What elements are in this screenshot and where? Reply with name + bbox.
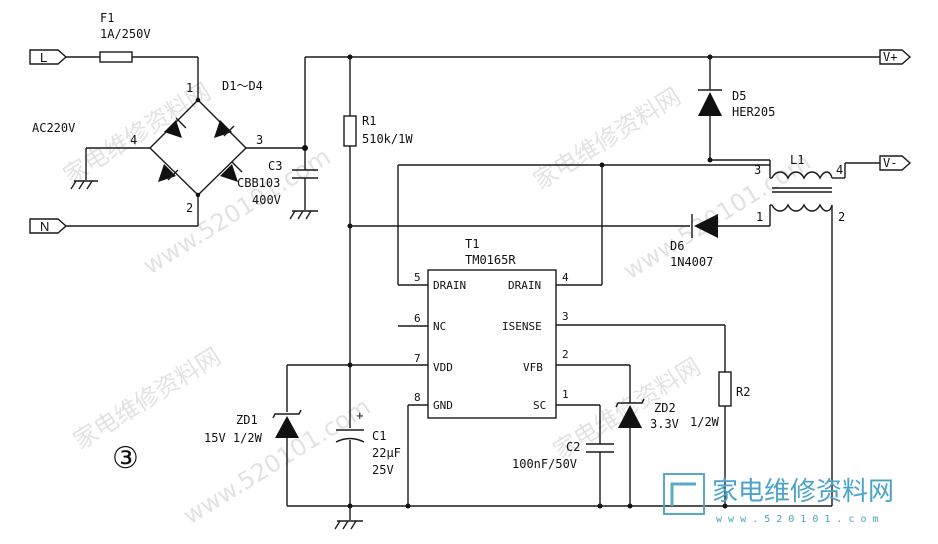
t1-pin-num-3: 3 bbox=[562, 310, 569, 323]
bridge-pin3: 3 bbox=[256, 133, 263, 147]
t1-ref: T1 bbox=[465, 237, 479, 251]
t1-pin-name-vdd: VDD bbox=[433, 361, 453, 374]
drain-net bbox=[397, 162, 770, 286]
bridge-ref: D1～D4 bbox=[222, 79, 263, 93]
terminal-l-label: L bbox=[40, 50, 47, 65]
c3-value: CBB103 bbox=[237, 176, 280, 190]
transformer-l1: L1 3 4 1 2 bbox=[754, 153, 880, 506]
diode-d6: D6 1N4007 bbox=[350, 214, 770, 269]
t1-part: TM0165R bbox=[465, 253, 516, 267]
r2-value: 1/2W bbox=[690, 415, 720, 429]
capacitor-c2: C2 100nF/50V bbox=[512, 404, 614, 506]
capacitor-c1: + C1 22μF 25V bbox=[335, 408, 401, 506]
d5-ref: D5 bbox=[732, 89, 746, 103]
figure-number: ③ bbox=[112, 441, 139, 476]
logo-square-icon bbox=[663, 473, 705, 515]
terminal-n: N bbox=[29, 218, 68, 234]
resistor-r1: R1 510k/1W bbox=[343, 57, 413, 428]
zd1-ref: ZD1 bbox=[236, 413, 258, 427]
diode-d4 bbox=[220, 161, 243, 182]
c2-value: 100nF/50V bbox=[512, 457, 577, 471]
bridge-pin2: 2 bbox=[186, 201, 193, 215]
t1-pin-num-2: 2 bbox=[562, 348, 569, 361]
c1-plus-sign: + bbox=[356, 408, 364, 423]
bridge-rectifier: 1 2 3 4 D1～D4 AC220V bbox=[32, 57, 263, 227]
resistor-r2: R2 1/2W bbox=[556, 324, 750, 506]
diode-d3 bbox=[158, 164, 179, 182]
c1-ref: C1 bbox=[372, 429, 386, 443]
t1-pin-num-5: 5 bbox=[414, 271, 421, 284]
t1-pin-name-gnd: GND bbox=[433, 399, 453, 412]
c1-value: 22μF bbox=[372, 446, 401, 460]
l1-pin4: 4 bbox=[836, 163, 843, 177]
c1-voltage: 25V bbox=[372, 463, 394, 477]
zener-zd2: ZD2 3.3V bbox=[556, 364, 679, 506]
t1-pin-name-nc: NC bbox=[433, 320, 446, 333]
c2-ref: C2 bbox=[566, 440, 580, 454]
watermark-url-3: www.520101.com bbox=[178, 393, 375, 531]
t1-pin-num-1: 1 bbox=[562, 388, 569, 401]
ground-symbol-main bbox=[334, 520, 363, 530]
l1-pin1: 1 bbox=[756, 210, 763, 224]
diode-d5: D5 HER205 bbox=[698, 57, 775, 178]
terminal-v-plus-label: V+ bbox=[883, 50, 897, 64]
r1-ref: R1 bbox=[362, 114, 376, 128]
terminal-n-label: N bbox=[40, 219, 49, 234]
t1-pin-name-sc: SC bbox=[533, 399, 546, 412]
diode-d1 bbox=[164, 117, 187, 138]
capacitor-c3: C3 CBB103 400V bbox=[237, 159, 318, 220]
zd1-value: 15V 1/2W bbox=[204, 431, 263, 445]
t1-pin-num-7: 7 bbox=[414, 352, 421, 365]
d6-ref: D6 bbox=[670, 239, 684, 253]
logo-url: w w w . 5 2 0 1 0 1 . c o m bbox=[716, 514, 879, 525]
fuse-f1: F1 1A/250V bbox=[66, 11, 198, 63]
terminal-l: L bbox=[29, 49, 68, 65]
bridge-pin4: 4 bbox=[130, 133, 137, 147]
r1-value: 510k/1W bbox=[362, 132, 413, 146]
bridge-pin1: 1 bbox=[186, 81, 193, 95]
zd2-value: 3.3V bbox=[650, 417, 679, 431]
t1-pin-name-drain-right: DRAIN bbox=[508, 279, 541, 292]
ground-symbol-c3 bbox=[289, 210, 318, 220]
l1-ref: L1 bbox=[790, 153, 804, 167]
t1-pin-num-4: 4 bbox=[562, 271, 569, 284]
t1-pin-num-8: 8 bbox=[414, 391, 421, 404]
logo-text: 家电维修资料网 bbox=[712, 477, 894, 507]
hv-rail bbox=[246, 54, 880, 170]
l1-pin3: 3 bbox=[754, 163, 761, 177]
c3-ref: C3 bbox=[268, 159, 282, 173]
logo-mark-icon bbox=[670, 482, 696, 506]
terminal-v-minus-label: V- bbox=[883, 156, 897, 170]
t1-pin-name-vfb: VFB bbox=[523, 361, 543, 374]
zd2-ref: ZD2 bbox=[654, 401, 676, 415]
vdd-net bbox=[286, 364, 428, 412]
ground-symbol-bridge bbox=[70, 180, 98, 190]
ac-input-label: AC220V bbox=[32, 121, 75, 135]
terminal-v-plus: V+ bbox=[879, 49, 912, 65]
c3-voltage: 400V bbox=[252, 193, 281, 207]
fuse-ref: F1 bbox=[100, 11, 114, 25]
terminal-v-minus: V- bbox=[879, 155, 912, 171]
l1-pin2: 2 bbox=[838, 210, 845, 224]
t1-pin-name-isense: ISENSE bbox=[502, 320, 542, 333]
ic-t1: T1 TM0165R DRAIN 5 NC 6 VDD 7 GND 8 DRAI… bbox=[414, 237, 569, 419]
zener-zd1: ZD1 15V 1/2W bbox=[204, 409, 302, 506]
watermark-site-2: 家电维修资料网 bbox=[528, 82, 685, 195]
t1-pin-num-6: 6 bbox=[414, 312, 421, 325]
d5-value: HER205 bbox=[732, 105, 775, 119]
t1-pin-name-drain-left: DRAIN bbox=[433, 279, 466, 292]
diode-d2 bbox=[214, 120, 235, 138]
watermark-site-3: 家电维修资料网 bbox=[68, 342, 225, 455]
r2-ref: R2 bbox=[736, 385, 750, 399]
watermark-layer: 家电维修资料网 www.520101.com 家电维修资料网 www.52010… bbox=[58, 77, 815, 530]
site-logo: 家电维修资料网 w w w . 5 2 0 1 0 1 . c o m bbox=[663, 473, 894, 525]
gnd-pin-net bbox=[407, 404, 428, 506]
d6-value: 1N4007 bbox=[670, 255, 713, 269]
fuse-value: 1A/250V bbox=[100, 27, 151, 41]
